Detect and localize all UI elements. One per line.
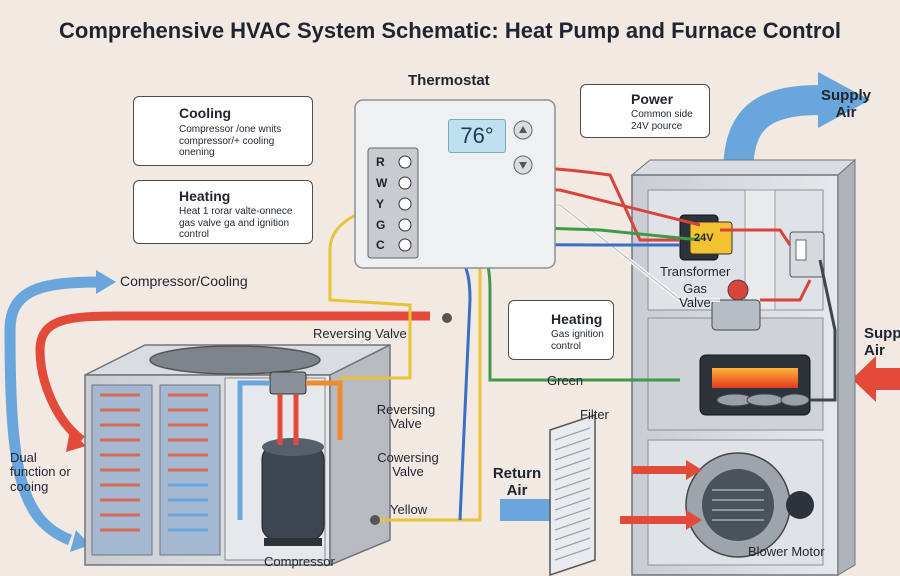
blower-motor-label: Blower Motor [748, 544, 825, 559]
supply-air-label-right: Supp Air [864, 325, 900, 359]
power-callout-title: Power [631, 91, 674, 107]
terminal-y: Y [376, 197, 385, 211]
heating-callout-left-description: Heat 1 rorar valte-onnece gas valve ga a… [179, 206, 293, 240]
yellow-wire-label: Yellow [390, 502, 428, 517]
wire-bundle-clip-bottom [370, 515, 380, 525]
terminal-r: R [376, 155, 385, 169]
compressor-cooling-label: Compressor/Cooling [120, 273, 248, 289]
air-filter [549, 413, 596, 576]
heating-callout-right-description: Gas ignition control [551, 329, 604, 352]
gas-valve-body [711, 279, 761, 331]
refrigerant-loop-arrow [35, 311, 430, 452]
transformer-body [679, 214, 733, 261]
terminal-w: W [376, 176, 388, 190]
compressor-label: Compressor [264, 554, 335, 569]
compressor-body [261, 438, 325, 546]
temperature-display: 76° [448, 119, 506, 153]
power-callout-description: Common side 24V pource [631, 109, 693, 132]
supply-air-right-arrow [852, 356, 900, 402]
transformer-label: Transformer [660, 264, 731, 279]
return-air-label: Return Air [492, 465, 542, 499]
blower [620, 452, 814, 558]
coversing-valve-label: Cowersing Valve [377, 450, 439, 480]
thermostat-label: Thermostat [408, 72, 490, 89]
filter-label: Filter [580, 407, 609, 422]
transformer-voltage-label: 24V [694, 232, 714, 244]
heating-callout-left-title: Heating [179, 188, 231, 204]
reversing-valve-body [237, 371, 343, 520]
terminal-g: G [376, 218, 386, 232]
gas-valve-label: Gas Valve [679, 281, 711, 311]
cooling-callout-title: Cooling [179, 105, 232, 121]
supply-air-arrow [723, 72, 870, 176]
power-callout: Power Common side 24V pource [580, 84, 710, 138]
reversing-valve-label-top: Reversing Valve [313, 326, 407, 341]
control-module [789, 231, 825, 278]
burner-assembly [699, 354, 811, 416]
heating-callout-right: Heating Gas ignition control [508, 300, 614, 360]
page-title: Comprehensive HVAC System Schematic: Hea… [59, 18, 841, 43]
terminal-c: C [376, 238, 385, 252]
heating-callout-left: Heating Heat 1 rorar valte-onnece gas va… [133, 180, 313, 244]
reversing-valve-label-mid: Reversing Valve [376, 402, 436, 432]
heating-callout-right-title: Heating [551, 311, 603, 327]
dual-function-label: Dual function or cooing [10, 450, 71, 494]
green-wire-label: Green [547, 373, 584, 388]
wire-bundle-clip [442, 313, 452, 323]
supply-air-label-top: Supply Air [820, 87, 871, 121]
cooling-callout: Cooling Compressor /one wnits compressor… [133, 96, 313, 166]
cooling-callout-description: Compressor /one wnits compressor/+ cooli… [179, 124, 282, 158]
